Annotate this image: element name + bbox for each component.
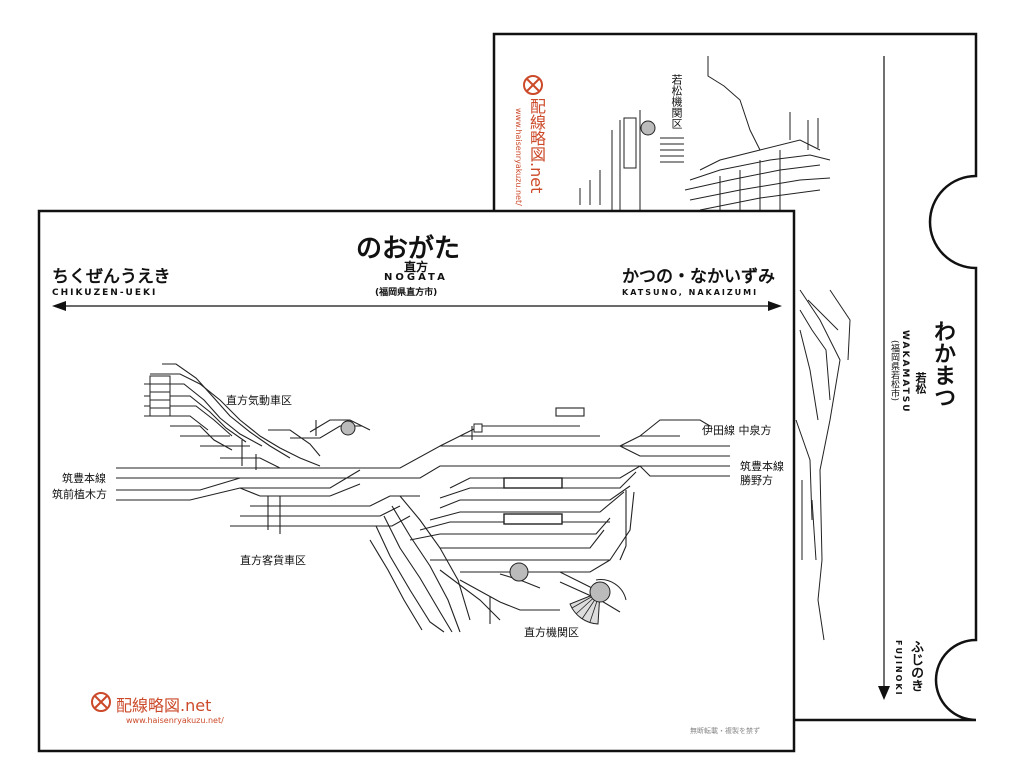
front-station-kanji: 直方 [404,260,429,274]
copyright-notice: 無断転載・複製を禁ず [690,727,760,735]
railcar-turntable [340,420,356,436]
small-shed [473,423,483,433]
back-brand-logo-icon [523,75,543,95]
back-station-kanji: 若松 [914,372,927,394]
platform-2 [503,513,563,525]
right-station-romaji: KATSUNO, NAKAIZUMI [622,288,759,297]
small-platform [555,407,585,417]
front-card-outline [37,209,796,753]
loco-turntable [509,562,529,582]
back-next-station-romaji: FUJINOKI [894,640,903,697]
railcar-depot-shed [149,375,171,417]
left-station-kana: ちくぜんうえき [52,267,171,287]
back-brand-name: 配線略図.net [527,98,546,194]
label-freight-depot: 直方客貨車区 [240,554,306,567]
back-track-lines [579,56,851,641]
left-station-romaji: CHIKUZEN-UEKI [52,288,158,298]
label-railcar-depot: 直方気動車区 [226,394,292,407]
direction-arrow-head [878,686,890,700]
label-loco-depot: 直方機関区 [524,626,579,639]
back-depot-tracks [660,137,684,163]
back-station-pref: (福岡県若松市) [889,340,899,402]
right-station-kana: かつの・なかいずみ [622,267,775,287]
label-chikuzen-ueki-dir: 筑前植木方 [52,488,107,501]
front-brand-logo-icon [91,692,111,712]
back-brand-url[interactable]: www.haisenryakuzu.net/ [514,108,523,206]
label-katsuno-dir: 勝野方 [740,474,773,487]
back-station-kana: わかまつ [930,320,955,408]
back-depot-label: 若松機関区 [670,74,683,129]
nogata-track-lines [116,363,730,633]
left-arrow-head [52,301,66,311]
label-ita-line: 伊田線 中泉方 [702,424,772,437]
front-station-romaji: NOGATA [384,272,448,283]
front-station-kana: のおがた [356,234,461,264]
label-chikuho-right: 筑豊本線 [740,460,784,473]
front-brand-url[interactable]: www.haisenryakuzu.net/ [126,716,224,725]
back-station-romaji: WAKAMATSU [900,330,910,414]
front-brand-name: 配線略図.net [116,696,212,715]
label-chikuho-left: 筑豊本線 [62,472,106,485]
back-next-station-kana: ふじのき [908,640,923,692]
platform-1 [503,477,563,489]
front-station-pref: (福岡県直方市) [375,288,438,298]
roundhouse-fan [569,579,627,625]
right-arrow-head [768,301,782,311]
